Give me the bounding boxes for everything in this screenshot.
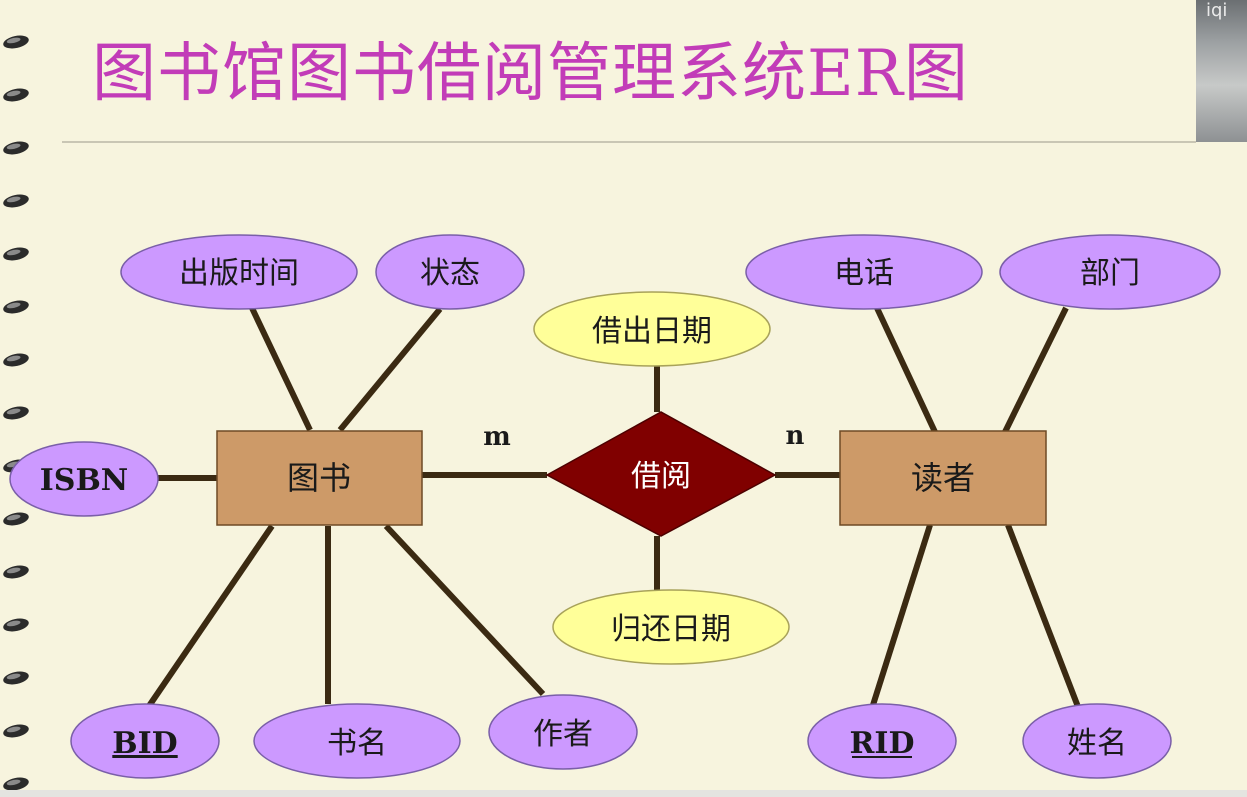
binding-ring-highlight (6, 90, 21, 97)
binding-ring-highlight (6, 620, 21, 627)
attribute-book-name: 书名 (253, 703, 461, 779)
title-divider (62, 141, 1196, 143)
bottom-bar (0, 790, 1247, 797)
page-title: 图书馆图书借阅管理系统ER图 (92, 37, 969, 111)
connector-lines (146, 306, 1083, 714)
attribute-borrow-date: 借出日期 (533, 291, 771, 367)
binding-ring-highlight (6, 514, 21, 521)
line-status-book (337, 307, 443, 432)
attribute-pub-time-label: 出版时间 (179, 256, 299, 291)
entity-book: 图书 (216, 430, 423, 526)
binding-ring-highlight (6, 249, 21, 256)
entity-reader: 读者 (839, 430, 1047, 526)
binding-ring-highlight (6, 143, 21, 150)
line-rid-reader (870, 524, 933, 706)
attribute-department-label: 部门 (1080, 256, 1140, 291)
attribute-phone: 电话 (745, 234, 983, 310)
attribute-status-label: 状态 (420, 256, 480, 291)
attribute-author: 作者 (488, 694, 638, 770)
binding-ring-highlight (6, 302, 21, 309)
attribute-bid: BID (70, 703, 220, 779)
line-phone-reader (874, 306, 938, 434)
webcam-overlay-text: iqi (1206, 0, 1228, 21)
attribute-rid-label: RID (850, 726, 915, 761)
notebook-binding-rings (3, 35, 29, 791)
attribute-bid-label: BID (112, 726, 177, 761)
binding-ring-highlight (6, 673, 21, 680)
attribute-author-label: 作者 (533, 717, 593, 752)
attribute-isbn-label: ISBN (40, 463, 128, 498)
binding-ring-highlight (6, 37, 21, 44)
cardinality-reader: n (786, 421, 805, 451)
attribute-status: 状态 (375, 234, 525, 310)
binding-ring-highlight (6, 726, 21, 733)
binding-ring-highlight (6, 779, 21, 786)
attribute-borrow-date-label: 借出日期 (592, 314, 712, 349)
attribute-return-date-label: 归还日期 (611, 612, 731, 647)
relationship-borrow-label: 借阅 (631, 459, 691, 494)
binding-ring-highlight (6, 408, 21, 415)
attribute-rid: RID (807, 703, 957, 779)
cardinality-book: m (483, 422, 511, 452)
attribute-phone-label: 电话 (834, 256, 894, 291)
relationship-borrow: 借阅 (545, 411, 777, 537)
entity-book-label: 图书 (287, 459, 351, 497)
entity-reader-label: 读者 (911, 459, 975, 497)
attribute-book-name-label: 书名 (327, 726, 387, 761)
attribute-return-date: 归还日期 (552, 589, 790, 665)
line-name-reader (1005, 523, 1083, 714)
binding-ring-highlight (6, 196, 21, 203)
attribute-pub-time: 出版时间 (120, 234, 358, 310)
attribute-isbn: ISBN (9, 441, 159, 517)
line-author-book (383, 523, 546, 697)
binding-ring-highlight (6, 355, 21, 362)
attribute-name-label: 姓名 (1067, 726, 1127, 761)
line-pubtime-book (249, 306, 313, 432)
line-department-reader (1002, 306, 1069, 434)
binding-ring-highlight (6, 567, 21, 574)
webcam-overlay (1196, 0, 1247, 142)
line-bid-book (146, 524, 275, 708)
attribute-name: 姓名 (1022, 703, 1172, 779)
attribute-department: 部门 (999, 234, 1221, 310)
